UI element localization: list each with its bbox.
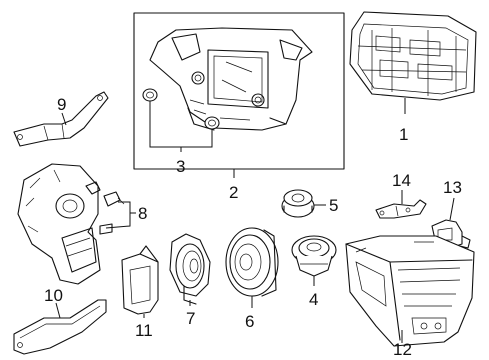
speaker-7 bbox=[169, 233, 211, 305]
callout-9: 9 bbox=[57, 95, 66, 114]
callout-13: 13 bbox=[443, 178, 462, 197]
subwoofer-enclosure bbox=[17, 163, 101, 285]
callout-12: 12 bbox=[393, 340, 412, 359]
leader-10 bbox=[55, 302, 61, 319]
callout-5: 5 bbox=[329, 196, 338, 215]
callout-1: 1 bbox=[399, 125, 408, 144]
callout-4: 4 bbox=[309, 290, 318, 309]
screw-8b bbox=[99, 223, 113, 235]
amplifier-unit bbox=[345, 235, 475, 347]
bracket-10 bbox=[13, 299, 107, 355]
control-board bbox=[349, 11, 477, 101]
screw-8a bbox=[103, 191, 125, 207]
bracket-14 bbox=[375, 199, 427, 219]
callout-10: 10 bbox=[44, 286, 63, 305]
callout-3: 3 bbox=[176, 157, 185, 176]
cover-panel-11 bbox=[121, 245, 159, 315]
speaker-6 bbox=[225, 227, 279, 297]
callout-2: 2 bbox=[229, 183, 238, 202]
callout-7: 7 bbox=[186, 309, 195, 328]
leader-9 bbox=[61, 112, 67, 126]
leader-8 bbox=[105, 201, 131, 229]
bracket-9 bbox=[13, 91, 109, 147]
knob-left bbox=[142, 88, 158, 102]
callout-11: 11 bbox=[135, 321, 153, 340]
display-head-unit bbox=[149, 27, 313, 131]
tweeter-5 bbox=[281, 189, 315, 218]
knob-right bbox=[204, 116, 220, 130]
leader-13 bbox=[449, 197, 455, 221]
callout-6: 6 bbox=[245, 312, 254, 331]
callout-8: 8 bbox=[138, 204, 147, 223]
callout-14: 14 bbox=[392, 171, 411, 190]
speaker-4 bbox=[291, 235, 337, 277]
display-assembly-frame bbox=[133, 12, 345, 170]
